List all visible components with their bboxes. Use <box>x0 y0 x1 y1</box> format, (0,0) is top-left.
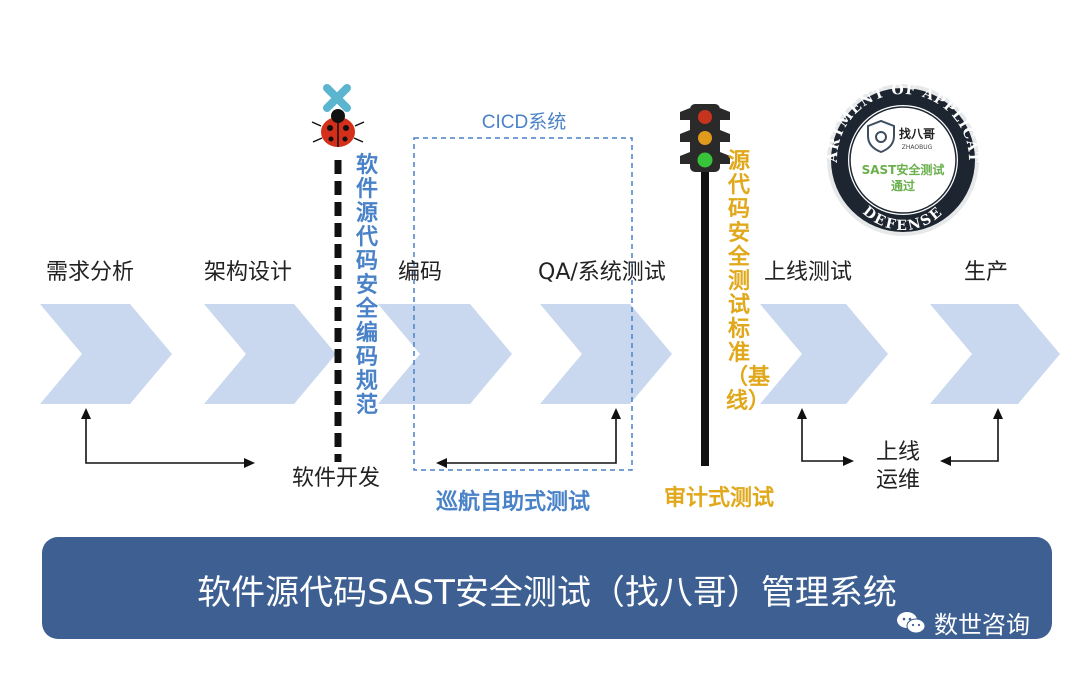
arrow-cruise-loop <box>444 416 617 464</box>
ops-label-line1: 上线 <box>876 440 921 465</box>
source-code-baseline-label: 源代码安全测试标准（基线） <box>726 149 771 414</box>
arrow-ops-left <box>801 416 846 462</box>
stage-label-production: 生产 <box>964 260 1009 285</box>
arrow-dev-loop <box>85 416 248 464</box>
wechat-icon <box>897 611 926 633</box>
chevron-6 <box>930 304 1060 404</box>
chevron-3 <box>378 304 512 404</box>
stage-label-qa: QA/系统测试 <box>538 260 666 285</box>
chevron-row <box>40 304 1060 404</box>
audit-test-label: 审计式测试 <box>664 486 775 511</box>
chevron-1 <box>40 304 172 404</box>
seal-ring-top: DEPARTMENT OF APPLICATION <box>0 0 981 164</box>
secure-coding-standard-label: 软件源代码安全编码规范 <box>355 153 378 418</box>
ops-label-line2: 运维 <box>876 468 921 493</box>
cruise-self-test-label: 巡航自助式测试 <box>436 490 591 515</box>
arrow-ops-right <box>948 416 999 462</box>
bug-shield-logo-icon <box>867 119 895 154</box>
ladybug-icon <box>311 109 365 147</box>
stage-label-requirements: 需求分析 <box>46 260 135 285</box>
watermark: 数世咨询 <box>896 605 1030 640</box>
connector-arrows <box>81 408 1003 468</box>
x-mark-icon <box>323 84 351 112</box>
stage-label-coding: 编码 <box>398 260 443 285</box>
seal-text-2: 通过 <box>891 178 915 193</box>
seal-text-1: SAST安全测试 <box>862 162 945 177</box>
stage-label-launch-test: 上线测试 <box>764 260 853 285</box>
management-system-banner: 软件源代码SAST安全测试（找八哥）管理系统 <box>42 537 1052 639</box>
seal-brand: 找八哥 <box>899 126 935 141</box>
stage-label-architecture: 架构设计 <box>204 260 293 285</box>
chevron-4 <box>540 304 672 404</box>
software-dev-label: 软件开发 <box>292 466 381 491</box>
cicd-label: CICD系统 <box>482 111 566 133</box>
banner-title: 软件源代码SAST安全测试（找八哥）管理系统 <box>197 573 897 613</box>
chevron-2 <box>204 304 336 404</box>
seal-brand-sub: ZHAOBUG <box>902 144 933 151</box>
cicd-box <box>413 137 633 471</box>
chevron-5 <box>760 304 888 404</box>
watermark-text: 数世咨询 <box>934 611 1030 639</box>
traffic-light-icon <box>680 104 730 466</box>
